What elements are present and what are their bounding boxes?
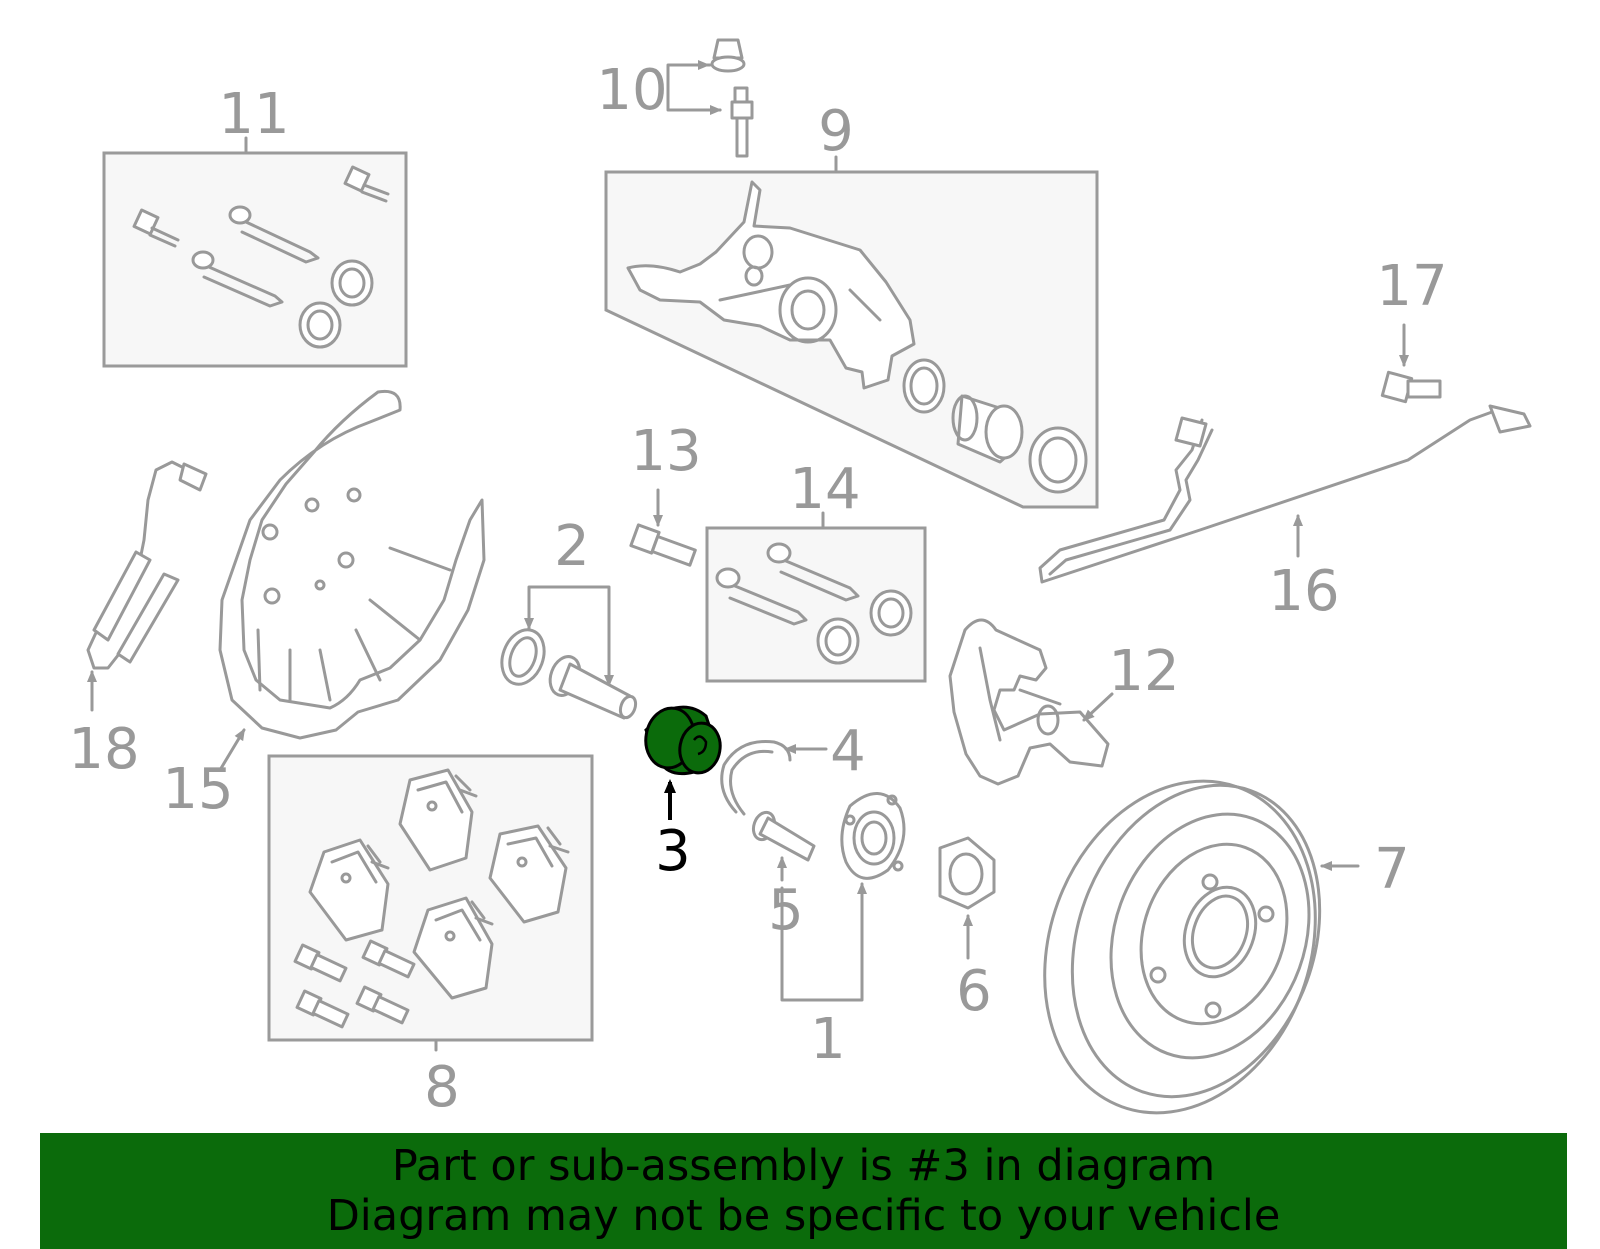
caliper-icon <box>626 180 916 390</box>
bolt-icon <box>132 208 180 248</box>
part-2-seal-pin: 2 <box>500 514 638 720</box>
part-18-abs-sensor: 18 <box>68 460 208 782</box>
label-18: 18 <box>68 717 139 782</box>
banner-line-2: Diagram may not be specific to your vehi… <box>326 1191 1281 1241</box>
bolt-icon <box>293 943 348 983</box>
label-8: 8 <box>424 1055 460 1120</box>
bolt-icon <box>361 939 416 979</box>
guide-pin-icon <box>766 542 860 602</box>
seal-ring-icon <box>500 628 546 686</box>
guide-pin-icon <box>228 205 320 264</box>
label-5: 5 <box>768 878 804 943</box>
dust-boot-icon <box>1028 426 1088 494</box>
label-17: 17 <box>1376 254 1447 319</box>
label-4: 4 <box>830 719 866 784</box>
part-6-hub-nut: 6 <box>938 836 996 1024</box>
part-8-brake-pad-set: 8 <box>267 754 594 1120</box>
bleeder-cap-icon <box>710 38 746 73</box>
part-14-guide-pin-kit: 14 <box>705 457 927 683</box>
brake-pad-icon <box>412 896 494 1000</box>
label-6: 6 <box>956 959 992 1024</box>
part-12-caliper-bracket: 12 <box>948 618 1180 786</box>
label-1: 1 <box>810 1007 846 1072</box>
banner-line-1: Part or sub-assembly is #3 in diagram <box>391 1141 1216 1191</box>
part-17-bolt: 17 <box>1376 254 1448 404</box>
part-13-bolt: 13 <box>629 419 702 567</box>
bolt-icon <box>629 523 697 567</box>
part-1-hub-assembly: 5 1 <box>751 792 906 1072</box>
hub-bolt-icon <box>751 810 816 862</box>
label-14: 14 <box>789 457 860 522</box>
guide-pin-icon <box>191 250 284 308</box>
part-16-sensor-harness: 16 <box>1038 404 1532 624</box>
part-15-dust-shield: 15 <box>162 389 486 822</box>
part-3-bushing-highlighted: 3 <box>644 705 722 884</box>
boot-icon <box>298 259 374 349</box>
notice-banner: Part or sub-assembly is #3 in diagram Di… <box>40 1133 1567 1249</box>
label-2: 2 <box>554 514 590 579</box>
guide-pin-icon <box>548 655 638 720</box>
label-3: 3 <box>655 819 691 884</box>
label-12: 12 <box>1108 639 1179 704</box>
part-7-brake-rotor: 7 <box>1043 779 1410 1115</box>
guide-pin-icon <box>715 567 808 626</box>
brake-pad-icon <box>308 838 390 942</box>
label-7: 7 <box>1374 837 1410 902</box>
bolt-icon <box>343 165 390 203</box>
label-13: 13 <box>630 419 701 484</box>
part-9-caliper-assembly: 9 <box>604 99 1099 509</box>
piston-seal-icon <box>902 358 946 414</box>
wheel-hub-icon <box>840 792 906 880</box>
bolt-icon <box>295 989 350 1029</box>
brake-pad-icon <box>488 824 570 924</box>
bolt-icon <box>355 985 410 1025</box>
label-11: 11 <box>218 82 289 147</box>
brake-pad-icon <box>398 768 478 872</box>
part-10-bleeder: 10 <box>596 38 754 158</box>
bolt-icon <box>1380 370 1442 404</box>
label-10: 10 <box>596 58 667 123</box>
boot-icon <box>816 589 913 665</box>
part-11-hardware-kit: 11 <box>102 82 408 368</box>
label-9: 9 <box>818 99 854 164</box>
bleeder-screw-icon <box>730 86 754 158</box>
label-16: 16 <box>1268 559 1339 624</box>
part-4-snap-ring: 4 <box>720 719 866 816</box>
piston-icon <box>951 394 1024 464</box>
label-15: 15 <box>162 757 233 822</box>
